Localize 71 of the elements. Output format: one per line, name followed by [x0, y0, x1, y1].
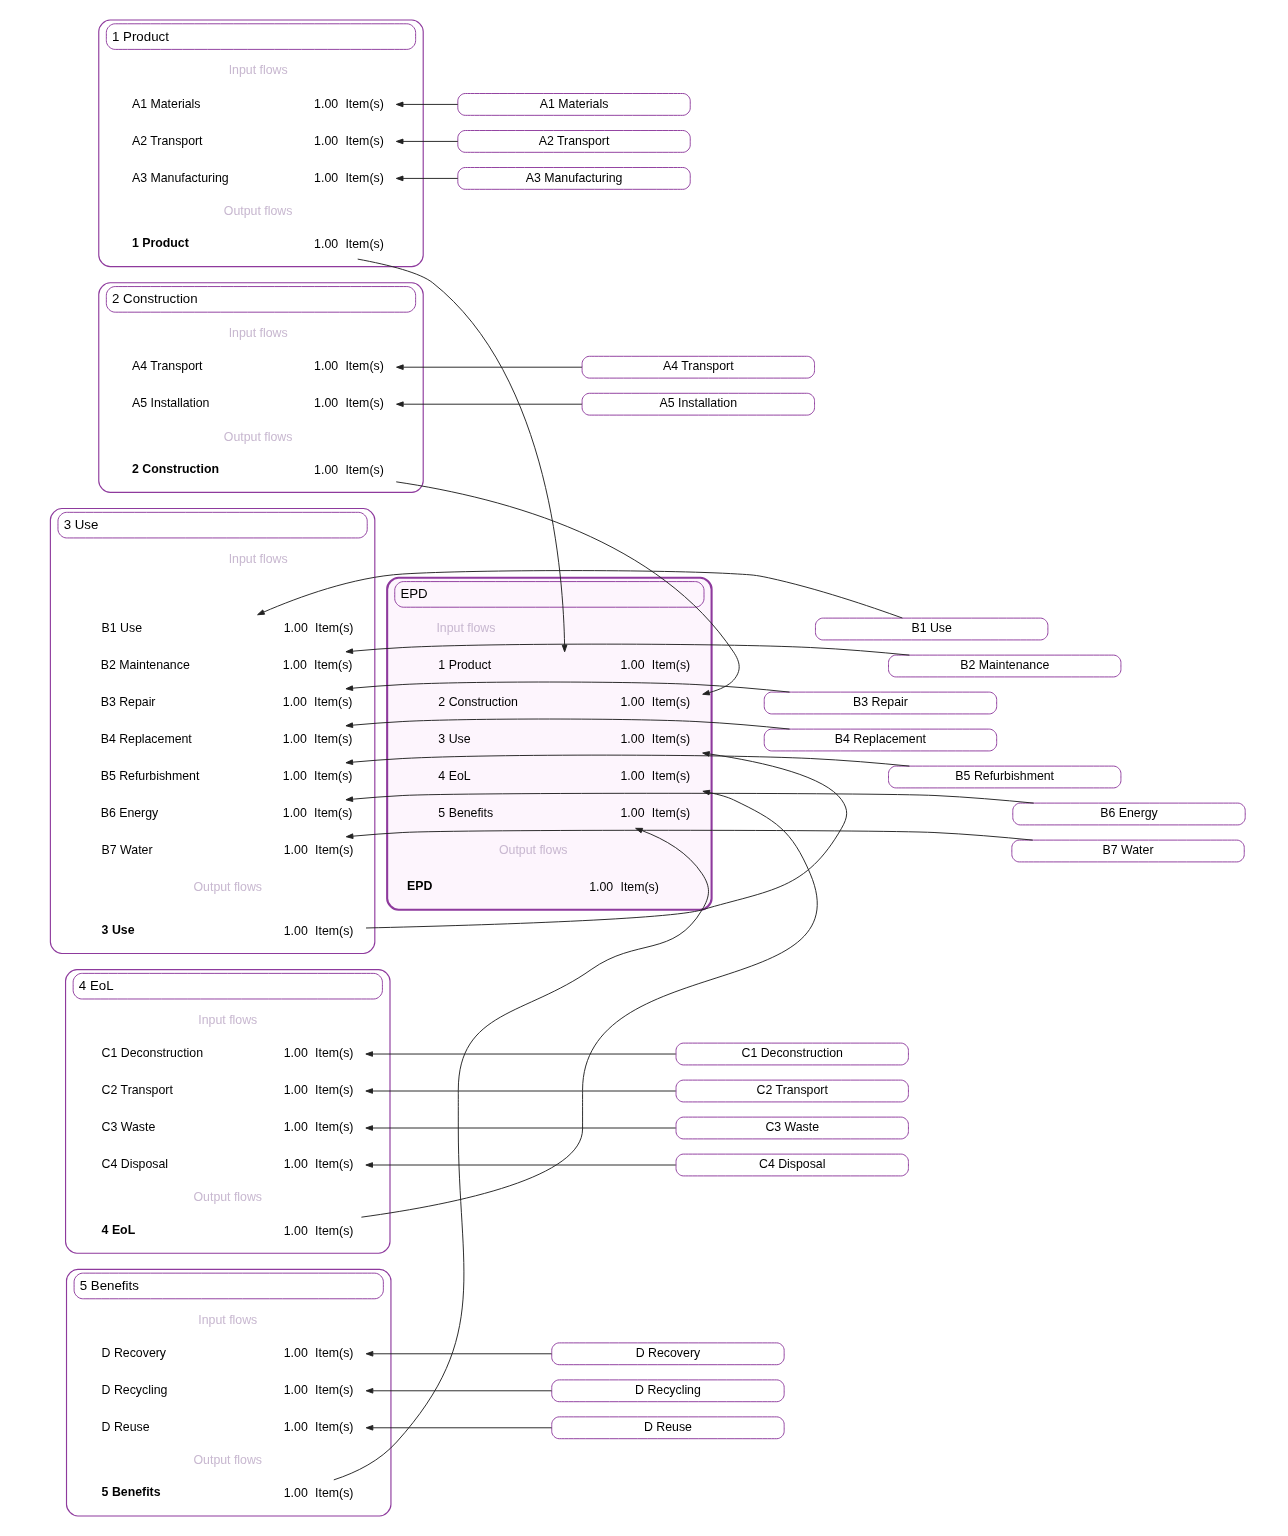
node-text: 2 Construction 1.00 Item(s) — [131, 461, 384, 477]
arrow — [365, 1051, 677, 1057]
node-text: A2 Transport 1.00 Item(s) — [131, 133, 384, 148]
node-box: A1 Materials — [457, 93, 691, 116]
node-box: C4 Disposal — [675, 1153, 909, 1177]
node-text: A4 Transport 1.00 Item(s) — [131, 359, 384, 374]
node-text: 4 EoL 1.00 Item(s) — [101, 1222, 354, 1238]
node-text: 3 Use 1.00 Item(s) — [101, 922, 354, 938]
node-box: A5 Installation — [581, 392, 815, 416]
arrow — [257, 570, 903, 619]
node-text: D Recycling 1.00 Item(s) — [101, 1383, 354, 1398]
arrow — [365, 1125, 677, 1131]
node-text: A3 Manufacturing 1.00 Item(s) — [131, 170, 384, 185]
node-box: B2 Maintenance — [888, 654, 1122, 678]
node-text: B3 Repair 1.00 Item(s) — [100, 695, 353, 710]
node-text: B7 Water 1.00 Item(s) — [101, 843, 354, 858]
arrow — [345, 792, 1035, 804]
node-box: B3 Repair — [763, 691, 998, 715]
node-text: 4 EoL 1.00 Item(s) — [438, 769, 691, 784]
node-box: A3 Manufacturing — [457, 167, 691, 190]
arrow — [365, 1425, 553, 1431]
node-box: C3 Waste — [675, 1116, 909, 1140]
node-box: B1 Use — [815, 617, 1049, 641]
node-box: B4 Replacement — [763, 728, 998, 752]
node-box: D Reuse — [551, 1416, 785, 1440]
arrow — [396, 401, 583, 407]
node-box: D Recovery — [551, 1342, 785, 1366]
node-box: B5 Refurbishment — [888, 765, 1122, 789]
arrow — [365, 1088, 677, 1094]
arrow — [357, 258, 568, 653]
node-box: A4 Transport — [581, 355, 815, 379]
node-text: B1 Use 1.00 Item(s) — [101, 621, 354, 636]
node-text: EPD 1.00 Item(s) — [407, 879, 659, 895]
node-text: A5 Installation 1.00 Item(s) — [131, 396, 384, 411]
node-text: 2 Construction 1.00 Item(s) — [438, 695, 691, 710]
arrow — [365, 751, 848, 929]
node-text: C4 Disposal 1.00 Item(s) — [101, 1157, 354, 1172]
node-box: C2 Transport — [675, 1079, 909, 1103]
node-text: B4 Replacement 1.00 Item(s) — [100, 732, 353, 747]
arrow — [396, 364, 583, 370]
node-text: 5 Benefits 1.00 Item(s) — [438, 806, 691, 821]
arrow — [360, 789, 818, 1218]
node-text: D Reuse 1.00 Item(s) — [101, 1420, 354, 1435]
arrow — [395, 481, 740, 696]
node-box: A2 Transport — [457, 130, 691, 153]
node-text: 5 Benefits 1.00 Item(s) — [101, 1485, 354, 1501]
node-text: C1 Deconstruction 1.00 Item(s) — [101, 1046, 354, 1061]
arrow — [395, 138, 459, 145]
node-box: D Recycling — [551, 1379, 785, 1403]
node-text: C2 Transport 1.00 Item(s) — [101, 1083, 354, 1098]
node-text: C3 Waste 1.00 Item(s) — [101, 1120, 354, 1135]
arrow — [345, 681, 791, 693]
arrow — [365, 1351, 553, 1357]
arrow — [345, 718, 791, 730]
arrow — [345, 643, 910, 656]
arrow — [365, 1388, 553, 1394]
arrow — [395, 175, 459, 182]
arrow — [345, 754, 910, 767]
node-box: B6 Energy — [1012, 802, 1246, 826]
node-text: A1 Materials 1.00 Item(s) — [131, 96, 384, 111]
node-text: B6 Energy 1.00 Item(s) — [100, 806, 353, 821]
node-text: 3 Use 1.00 Item(s) — [438, 732, 691, 747]
node-box: B7 Water — [1011, 839, 1245, 863]
node-text: 1 Product 1.00 Item(s) — [131, 236, 384, 252]
node-box: C1 Deconstruction — [675, 1042, 909, 1066]
arrow — [395, 101, 459, 108]
node-text: 1 Product 1.00 Item(s) — [438, 658, 691, 673]
node-text: D Recovery 1.00 Item(s) — [101, 1346, 354, 1361]
arrow — [365, 1162, 677, 1168]
node-text: B5 Refurbishment 1.00 Item(s) — [100, 769, 353, 784]
node-text: B2 Maintenance 1.00 Item(s) — [100, 658, 353, 673]
